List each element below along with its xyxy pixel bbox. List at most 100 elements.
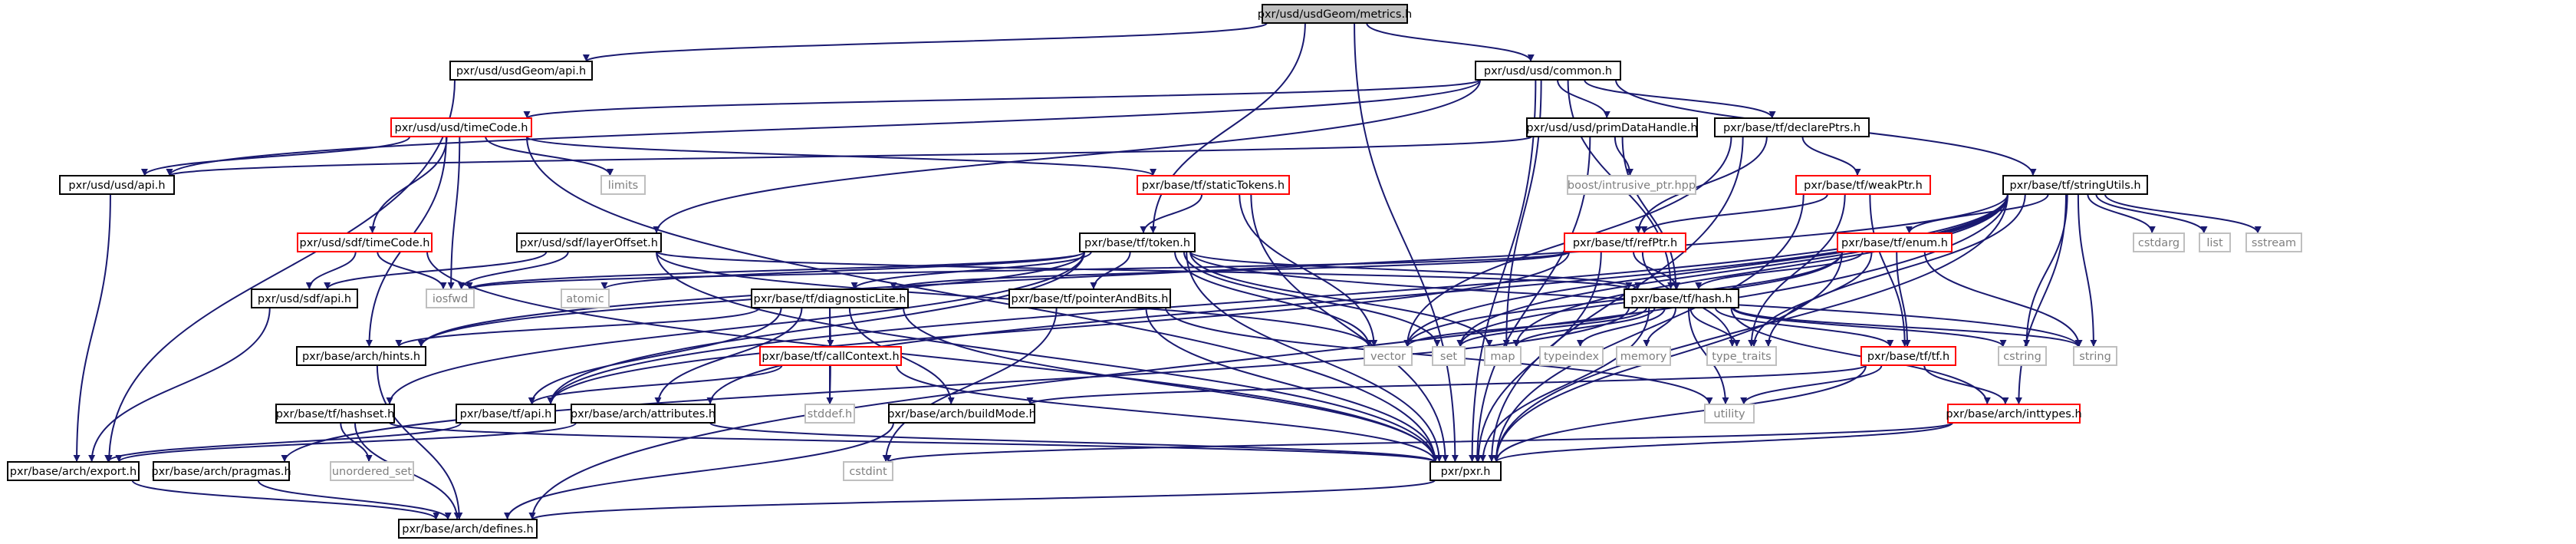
edge-tf-to-inttypes [1923,364,2009,405]
node-box [449,61,593,81]
node-callContext[interactable]: pxr/base/tf/callContext.h [759,346,902,366]
node-cstdarg: cstdarg [2133,232,2185,252]
edge-common-to-usdApi [166,79,1481,176]
node-enum[interactable]: pxr/base/tf/enum.h [1837,232,1953,252]
edge-token-to-hashset [386,251,1085,405]
edge-sdfTimeCode-to-iosfwd [377,251,447,290]
node-box [7,461,140,481]
node-label: pxr/base/tf/hash.h [1630,293,1732,305]
node-unorderedSet: unordered_set [330,461,414,481]
edge-layerOffset-to-sdfApi [324,251,548,290]
node-sdfTimeCode[interactable]: pxr/usd/sdf/timeCode.h [297,232,433,252]
edge-common-to-pxr [1469,79,1537,463]
node-hashset[interactable]: pxr/base/tf/hashset.h [275,404,395,424]
node-box [1539,346,1604,366]
node-box [398,519,538,539]
node-pointerAndBits[interactable]: pxr/base/tf/pointerAndBits.h [1008,288,1171,308]
edge-timeCode-to-iosfwd [447,136,461,290]
edge-timeCode-to-sdfTimeCode [369,136,448,234]
edge-stringUtils-to-inttypes [2015,193,2067,405]
edge-staticTokens-to-vector [1239,193,1378,348]
node-map: map [1484,346,1522,366]
node-stringUtils[interactable]: pxr/base/tf/stringUtils.h [2002,175,2148,195]
node-box [804,404,855,424]
node-box [1567,175,1696,195]
node-label: memory [1620,351,1667,363]
node-typeTraits: type_traits [1706,346,1777,366]
node-buildMode[interactable]: pxr/base/arch/buildMode.h [887,404,1036,424]
edge-hash-to-pxr [1479,307,1650,463]
edge-enum-to-tf [1896,251,1911,348]
node-memory: memory [1616,346,1671,366]
edge-stringUtils-to-sstream [2104,193,2262,234]
node-box [2245,232,2302,252]
node-box [1432,346,1466,366]
node-atomic: atomic [561,288,610,308]
edge-archAttrs-to-archExport [115,422,577,463]
node-box [330,461,414,481]
node-archExport[interactable]: pxr/base/arch/export.h [7,461,140,481]
edge-staticTokens-to-token [1140,193,1203,234]
edge-token-to-map [1189,251,1493,348]
node-label: unordered_set [332,466,413,478]
node-box [600,175,646,195]
node-defines[interactable]: pxr/base/arch/defines.h [398,519,538,539]
node-box [1704,404,1755,424]
edge-stringUtils-to-defines [528,193,2008,520]
node-declarePtrs[interactable]: pxr/base/tf/declarePtrs.h [1714,117,1870,137]
node-label: vector [1370,351,1406,363]
node-tf[interactable]: pxr/base/tf/tf.h [1860,346,1956,366]
node-label: pxr/base/arch/pragmas.h [151,466,291,478]
node-label: pxr/usd/usd/timeCode.h [395,122,528,134]
edge-refPtr-to-hash [1633,251,1681,290]
node-root: pxr/usd/usdGeom/metrics.h [1258,4,1412,24]
edge-tf-to-buildMode [1026,364,1867,405]
node-hints[interactable]: pxr/base/arch/hints.h [296,346,426,366]
node-weakPtr[interactable]: pxr/base/tf/weakPtr.h [1795,175,1931,195]
edge-primDataHandle-to-usdApi [166,136,1532,176]
node-token[interactable]: pxr/base/tf/token.h [1079,232,1196,252]
node-archAttrs[interactable]: pxr/base/arch/attributes.h [571,404,716,424]
node-box [153,461,290,481]
node-pxr[interactable]: pxr/pxr.h [1429,461,1502,481]
edge-sdfApi-to-archExport [88,307,271,463]
node-usdApi[interactable]: pxr/usd/usd/api.h [59,175,175,195]
node-tfApi[interactable]: pxr/base/tf/api.h [456,404,556,424]
node-cstring: cstring [1998,346,2047,366]
node-diagLite[interactable]: pxr/base/tf/diagnosticLite.h [751,288,909,308]
node-primDataHandle[interactable]: pxr/usd/usd/primDataHandle.h [1526,117,1698,137]
node-sdfApi[interactable]: pxr/usd/sdf/api.h [251,288,358,308]
node-box [456,404,556,424]
node-label: pxr/base/arch/defines.h [402,523,533,536]
node-label: cstdint [849,466,887,478]
node-sstream: sstream [2245,232,2302,252]
edge-token-to-iosfwd [466,251,1085,290]
node-pragmas[interactable]: pxr/base/arch/pragmas.h [151,461,291,481]
node-box [516,232,662,252]
edge-callContext-to-tfApi [528,364,783,405]
node-box [1364,346,1413,366]
node-box [1624,288,1739,308]
node-label: pxr/base/tf/stringUtils.h [2009,180,2140,192]
node-box [843,461,893,481]
node-hash[interactable]: pxr/base/tf/hash.h [1624,288,1739,308]
edge-common-to-primDataHandle [1557,79,1610,119]
node-box [561,288,610,308]
node-staticTokens[interactable]: pxr/base/tf/staticTokens.h [1137,175,1290,195]
edge-stringUtils-to-set [1456,193,2008,348]
node-label: pxr/base/tf/weakPtr.h [1804,180,1923,192]
node-label: atomic [566,293,604,305]
node-utility: utility [1704,404,1755,424]
node-inttypes[interactable]: pxr/base/arch/inttypes.h [1946,404,2082,424]
node-timeCode[interactable]: pxr/usd/usd/timeCode.h [390,117,532,137]
node-refPtr[interactable]: pxr/base/tf/refPtr.h [1564,232,1686,252]
edge-token-to-pointerAndBits [1090,251,1131,290]
edge-hints-to-defines [376,364,463,520]
node-layerOffset[interactable]: pxr/usd/sdf/layerOffset.h [516,232,662,252]
node-common[interactable]: pxr/usd/usd/common.h [1475,61,1621,81]
node-vector: vector [1364,346,1413,366]
node-box [1262,4,1408,24]
edge-stringUtils-to-pxr [1492,193,2008,463]
edge-hash-to-cstring [1732,307,2007,348]
node-geomApi[interactable]: pxr/usd/usdGeom/api.h [449,61,593,81]
